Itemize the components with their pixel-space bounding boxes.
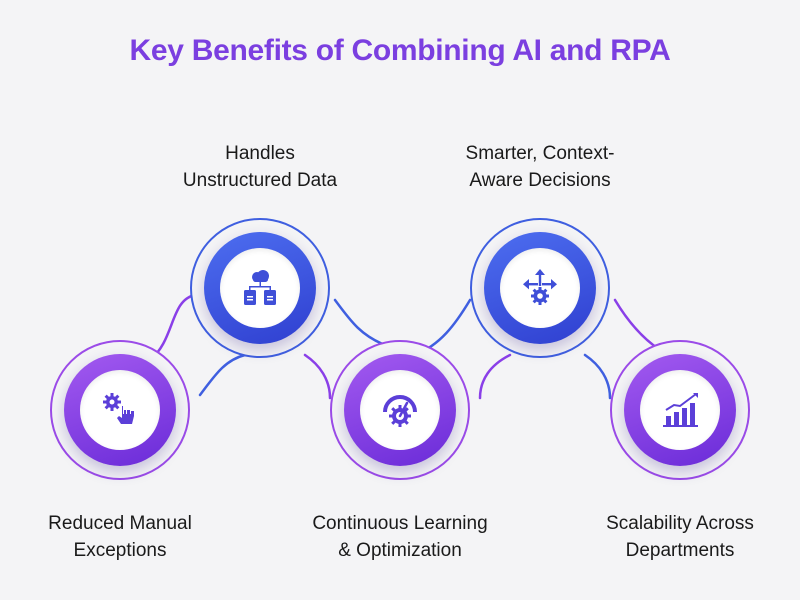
connector-3-4-bottom — [478, 353, 512, 400]
benefit-label-scalability: Scalability Across Departments — [606, 513, 754, 561]
benefit-node-scalability — [610, 340, 750, 480]
connector-2-3-bottom — [303, 353, 332, 400]
benefit-node-smarter-decisions — [470, 218, 610, 358]
connector-2-3-top — [333, 298, 387, 347]
benefit-node-reduced-exceptions — [50, 340, 190, 480]
gauge-gear-icon — [383, 395, 417, 427]
benefit-label-reduced-exceptions: Reduced Manual Exceptions — [48, 513, 192, 561]
benefit-label-unstructured-data: Handles Unstructured Data — [182, 143, 338, 191]
benefit-label-smarter-decisions: Smarter, Context- Aware Decisions — [465, 143, 615, 191]
decision-arrows-icon — [523, 269, 557, 305]
connector-1-2-bottom — [198, 353, 247, 397]
connector-4-5-bottom — [583, 353, 612, 400]
growth-chart-icon — [663, 393, 698, 427]
benefit-node-unstructured-data — [190, 218, 330, 358]
diagram-title: Key Benefits of Combining AI and RPA — [129, 34, 671, 67]
cloud-data-icon — [244, 270, 276, 305]
gear-hand-icon — [103, 393, 134, 424]
benefit-label-continuous-learning: Continuous Learning & Optimization — [312, 513, 488, 561]
benefit-node-continuous-learning — [330, 340, 470, 480]
